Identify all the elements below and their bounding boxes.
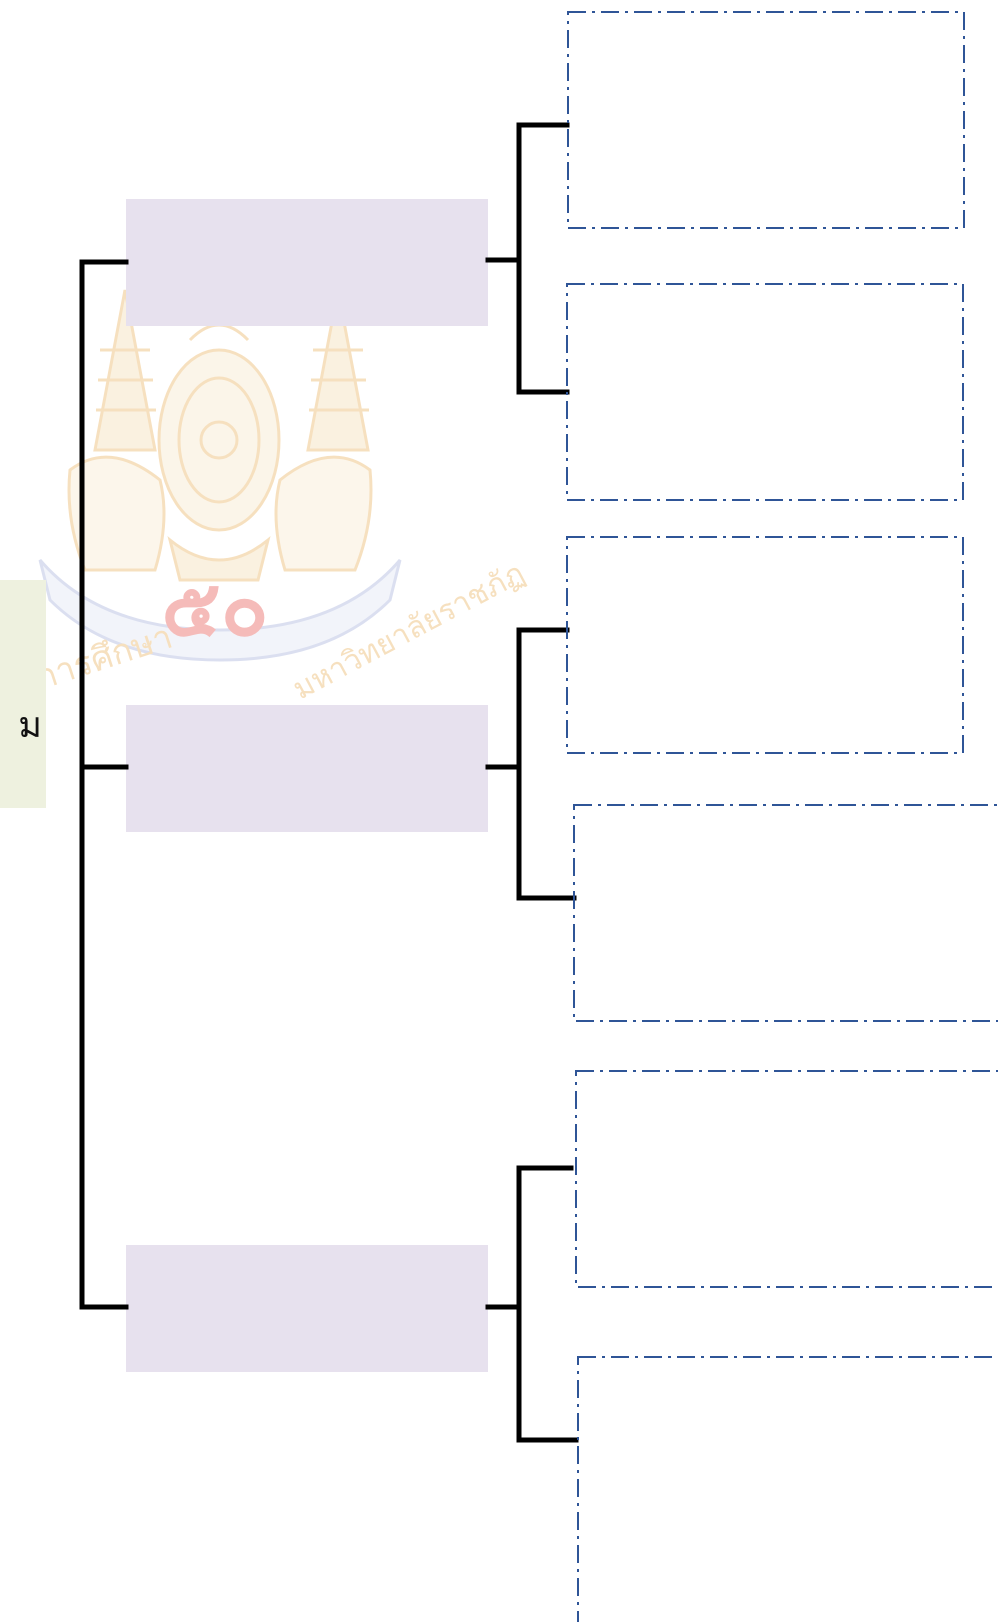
group-1-bracket — [519, 125, 567, 392]
group-3-bracket — [519, 1168, 576, 1440]
group-2-bracket — [519, 630, 574, 898]
leaf-node-4-content — [574, 805, 994, 1021]
leaf-node-5-content — [576, 1071, 996, 1287]
leaf-node-3-content — [567, 537, 963, 753]
leaf-node-1-content — [568, 12, 964, 228]
leaf-node-6-content — [578, 1357, 996, 1617]
leaf-node-2-content — [567, 284, 963, 500]
